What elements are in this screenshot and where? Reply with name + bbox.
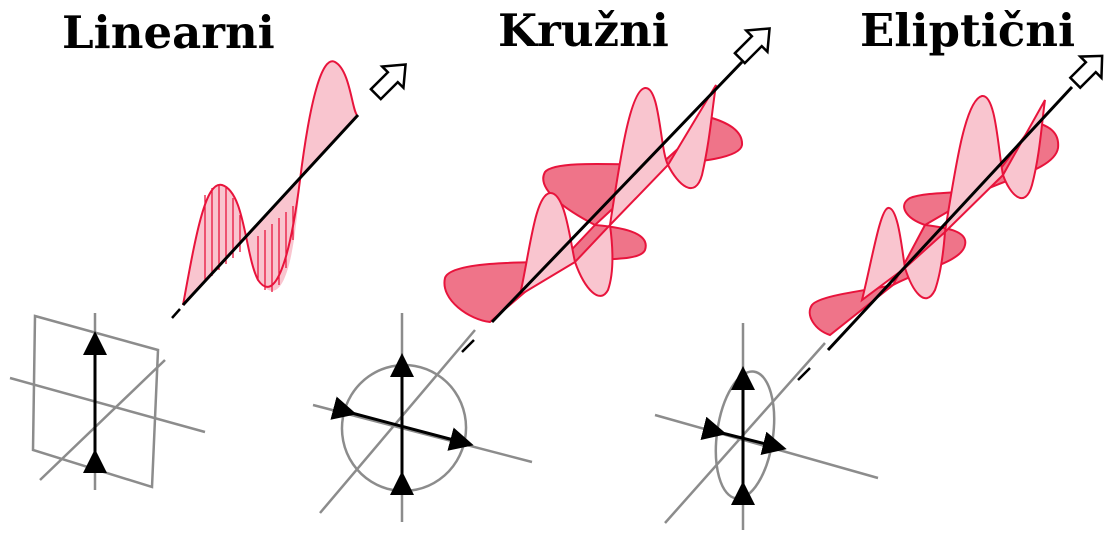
panel-linear: [9, 60, 407, 490]
panel-elliptic: [654, 54, 1104, 530]
linear-wave: [182, 60, 358, 306]
propagation-arrow-icon: [369, 63, 407, 101]
elliptic-field-vectors: [700, 366, 787, 505]
circular-propagation-axis: [490, 60, 744, 324]
elliptic-wave: [808, 95, 1060, 337]
elliptic-propagation-axis: [826, 85, 1074, 352]
linear-propagation-axis: [181, 113, 360, 307]
panel-title-linear: Linearni: [62, 6, 275, 59]
circular-wave: [443, 84, 744, 324]
elliptic-reference-frame: [654, 323, 879, 530]
circular-reference-frame: [312, 313, 533, 522]
panel-circular: [312, 27, 771, 522]
circular-field-vectors: [330, 353, 474, 495]
propagation-arrow-icon: [1068, 54, 1104, 90]
panel-title-elliptic: Eliptični: [860, 4, 1076, 57]
propagation-arrow-icon: [733, 27, 771, 65]
linear-reference-frame: [9, 313, 206, 490]
panel-title-circular: Kružni: [498, 4, 669, 57]
